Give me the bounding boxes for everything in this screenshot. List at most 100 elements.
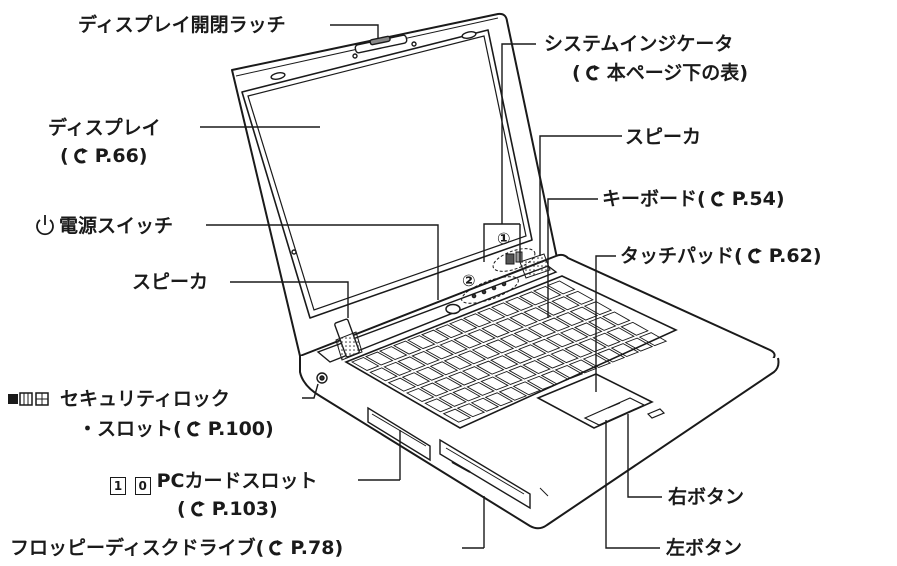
keyboard-key: [596, 348, 626, 363]
system-indicators: [461, 248, 536, 304]
keyboard-key: [517, 344, 547, 359]
keyboard-key: [512, 381, 542, 396]
keyboard-key: [532, 285, 562, 300]
label-power-switch: 電源スイッチ: [34, 214, 173, 237]
keyboard-key: [504, 296, 534, 311]
label-system-indicator: システムインジケータ: [544, 33, 734, 55]
keyboard-key: [397, 356, 426, 371]
marker-1: ①: [497, 229, 511, 248]
security-lock-icon: [8, 392, 49, 406]
label-speaker-left: スピーカ: [132, 271, 209, 293]
keyboard-key: [461, 366, 491, 381]
keyboard-key: [509, 312, 538, 327]
keyboard-key: [503, 349, 533, 364]
keyboard-key: [582, 354, 612, 368]
keyboard-key: [523, 307, 552, 322]
keyboard-key: [364, 351, 394, 366]
keyboard-key: [424, 398, 453, 413]
reference-arrow-icon: [186, 421, 201, 437]
reference-arrow-icon: [73, 148, 88, 164]
keyboard-key: [498, 386, 528, 401]
keyboard-key: [518, 291, 548, 306]
label-security-lock: セキュリティロック: [8, 388, 230, 410]
keyboard-key: [401, 372, 431, 387]
label-display-ref: (P.66): [60, 145, 148, 167]
label-floppy-drive: フロッピーディスクドライブ(P.78): [10, 537, 344, 559]
keyboard-key: [420, 329, 450, 344]
keyboard-key: [601, 311, 631, 326]
keyboard-key: [583, 301, 613, 316]
keyboard-key: [433, 377, 463, 392]
keyboard-key: [383, 361, 412, 376]
keyboard-key: [350, 357, 380, 371]
keyboard-key: [387, 377, 417, 392]
keyboard-key: [476, 307, 506, 322]
keyboard-key: [592, 332, 621, 347]
keyboard-key: [438, 392, 467, 407]
touchpad: [536, 373, 654, 429]
reference-arrow-icon: [190, 501, 205, 517]
label-touchpad: タッチパッド(P.62): [620, 245, 822, 267]
keyboard-key: [434, 324, 464, 339]
pc-card-slot-icon: 1 0: [110, 473, 151, 495]
label-keyboard: キーボード(P.54): [602, 188, 785, 210]
label-left-button: 左ボタン: [666, 537, 743, 559]
keyboard-key: [545, 333, 575, 348]
label-speaker-top: スピーカ: [625, 126, 702, 148]
speaker-grill-left: [335, 331, 363, 361]
keyboard-key: [415, 366, 445, 381]
keyboard-key: [447, 371, 477, 386]
label-display-latch: ディスプレイ開閉ラッチ: [78, 14, 286, 36]
keyboard-key: [425, 345, 454, 360]
keyboard-key: [453, 334, 482, 349]
keyboard-key: [378, 346, 408, 361]
keyboard-key: [467, 329, 496, 344]
keyboard-key: [573, 322, 603, 337]
keyboard-key: [485, 339, 515, 354]
reference-arrow-icon: [747, 248, 762, 264]
keyboard-key: [578, 338, 607, 353]
keyboard-key: [606, 327, 635, 342]
keyboard-key: [406, 335, 436, 350]
keyboard-key: [456, 403, 486, 418]
label-pc-card-ref: (P.103): [177, 498, 278, 520]
palmrest-mark: [646, 408, 666, 419]
keyboard-key: [481, 323, 510, 338]
keyboard-key: [546, 280, 576, 295]
display-latch: [270, 31, 477, 255]
keyboard-key: [624, 337, 654, 352]
power-symbol-icon: [36, 215, 54, 236]
keyboard-key: [551, 296, 580, 311]
keyboard-key: [499, 333, 529, 348]
keyboard-key: [569, 306, 599, 321]
keyboard-key: [484, 392, 514, 407]
keyboard-key: [495, 318, 524, 333]
reference-arrow-icon: [710, 191, 725, 207]
keyboard-key: [540, 370, 570, 385]
reference-arrow-icon: [585, 65, 600, 81]
keyboard-key: [494, 371, 523, 385]
keyboard-key: [369, 367, 398, 382]
keyboard-key: [470, 397, 500, 412]
keyboard-key: [536, 354, 565, 369]
keyboard-key: [471, 344, 501, 359]
keyboard-key: [392, 340, 422, 355]
keyboard-key: [541, 317, 571, 332]
label-right-button: 右ボタン: [668, 486, 745, 508]
power-button: [445, 303, 461, 315]
keyboard-key: [411, 350, 440, 365]
label-security-lock-line2: ・スロット(P.100): [78, 418, 274, 440]
reference-arrow-icon: [269, 540, 284, 556]
keyboard-key: [452, 387, 481, 402]
keyboard-key: [610, 343, 640, 358]
keyboard-key: [527, 323, 557, 337]
keyboard-key: [559, 327, 589, 342]
keyboard-keys: [350, 280, 668, 423]
label-display: ディスプレイ: [48, 117, 161, 139]
keyboard-key: [405, 388, 435, 402]
keyboard-key: [439, 340, 468, 354]
keyboard-key: [638, 332, 668, 347]
keyboard-key: [419, 382, 449, 397]
keyboard-key: [443, 355, 473, 370]
